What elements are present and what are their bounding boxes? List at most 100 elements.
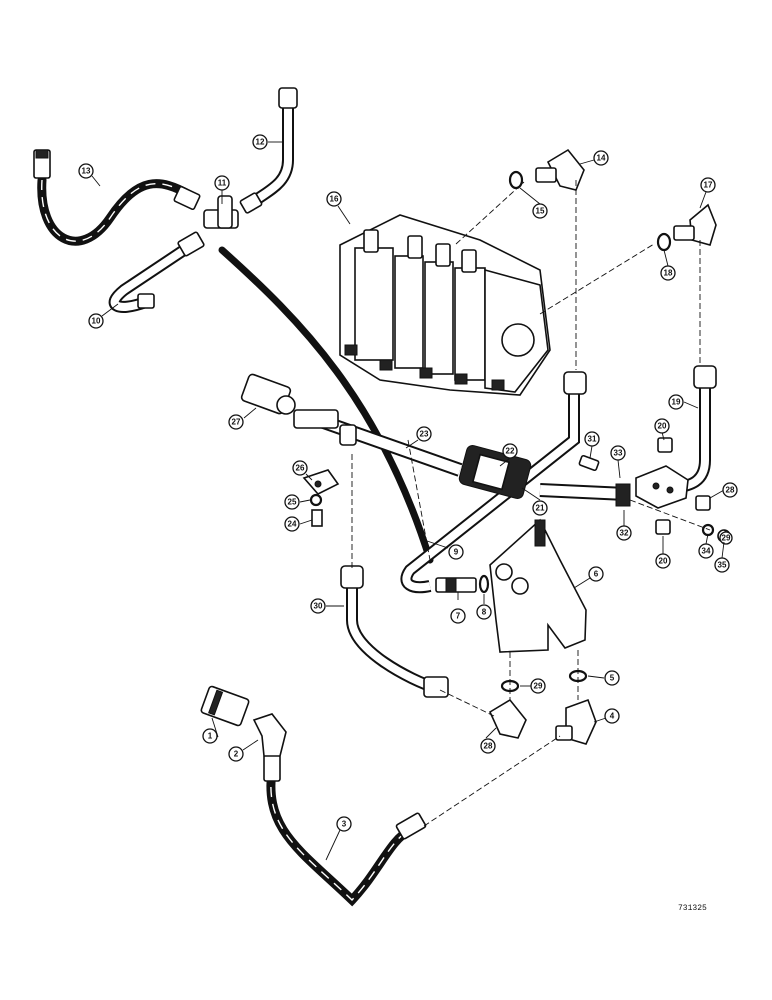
svg-text:19: 19 [672,398,681,407]
callout-31: 31 [584,431,600,447]
tee-fitting-11 [203,192,263,229]
callout-17: 17 [700,177,716,193]
bolt-31 [578,454,600,472]
svg-text:27: 27 [232,418,241,427]
long-hose-to-valve [218,246,434,564]
fitting-27 [240,373,296,415]
callout-26: 26 [292,460,308,476]
svg-text:26: 26 [296,464,305,473]
svg-text:4: 4 [610,712,615,721]
svg-text:28: 28 [484,742,493,751]
svg-text:12: 12 [256,138,265,147]
callout-13: 13 [78,163,94,179]
callout-27: 27 [228,414,244,430]
tube-30 [340,565,449,698]
callout-22: 22 [502,443,518,459]
svg-text:21: 21 [536,504,545,513]
callout-28-right: 28 [722,482,738,498]
callout-8: 8 [476,604,492,620]
callout-14: 14 [593,150,609,166]
svg-text:18: 18 [664,269,673,278]
svg-text:5: 5 [610,674,615,683]
callout-23: 23 [416,426,432,442]
callout-29-right: 29 [719,531,733,545]
callout-4: 4 [604,708,620,724]
callout-9: 9 [448,544,464,560]
tube-32 [539,483,631,507]
o-ring-15 [508,170,524,190]
callout-29-valve: 29 [530,678,546,694]
svg-text:20: 20 [659,557,668,566]
svg-text:7: 7 [456,612,461,621]
callout-10: 10 [88,313,104,329]
svg-text:13: 13 [82,167,91,176]
callout-6: 6 [588,566,604,582]
elbow-17 [673,203,717,246]
callout-3: 3 [336,816,352,832]
drawing-number: 731325 [678,904,707,913]
callout-34: 34 [698,543,714,559]
plug-28-right [695,495,711,511]
callout-25: 25 [284,494,300,510]
callout-1: 1 [202,728,218,744]
svg-text:15: 15 [536,207,545,216]
o-ring-8 [478,574,490,594]
svg-text:28: 28 [726,486,735,495]
fitting-22 [458,444,532,500]
callout-21: 21 [532,500,548,516]
callout-28-bottom: 28 [480,738,496,754]
callout-32: 32 [616,525,632,541]
callout-5: 5 [604,670,620,686]
svg-text:14: 14 [597,154,606,163]
callout-15: 15 [532,203,548,219]
relief-valve-body-6 [489,518,587,653]
plug-20-bottom [655,519,671,535]
callout-24: 24 [284,516,300,532]
callout-16: 16 [326,191,342,207]
svg-text:3: 3 [342,820,347,829]
callout-33: 33 [610,445,626,461]
svg-text:9: 9 [454,548,459,557]
svg-text:29: 29 [534,682,543,691]
hose-13 [33,149,201,246]
callout-2: 2 [228,746,244,762]
svg-text:31: 31 [588,435,597,444]
callout-35: 35 [714,557,730,573]
tube-19 [673,365,717,494]
svg-text:30: 30 [314,602,323,611]
svg-text:2: 2 [234,750,239,759]
elbow-28 [488,698,527,739]
elbow-tee-23 [293,409,357,446]
elbow-2 [252,713,287,757]
svg-text:34: 34 [702,547,711,556]
elbow-14 [535,148,585,191]
svg-text:17: 17 [704,181,713,190]
svg-text:24: 24 [288,520,297,529]
callout-30: 30 [310,598,326,614]
svg-text:33: 33 [614,449,623,458]
svg-text:6: 6 [594,570,599,579]
svg-text:10: 10 [92,317,101,326]
callout-20-bottom: 20 [655,553,671,569]
coupler-1 [200,685,250,727]
svg-text:32: 32 [620,529,629,538]
svg-text:16: 16 [330,195,339,204]
callout-11: 11 [214,175,230,191]
centerlines [351,180,711,827]
elbow-4 [555,698,597,745]
bolt-24 [311,509,323,527]
block-33 [635,465,689,509]
svg-text:29: 29 [722,534,731,543]
washer-34 [701,523,715,537]
svg-text:11: 11 [218,179,227,188]
svg-text:8: 8 [482,608,487,617]
clamp-26 [302,469,340,495]
tube-9 [400,371,587,594]
callout-18: 18 [660,265,676,281]
o-ring-18 [656,232,672,252]
callout-19: 19 [668,394,684,410]
svg-text:20: 20 [658,422,667,431]
washer-25 [309,493,323,507]
svg-text:35: 35 [718,561,727,570]
